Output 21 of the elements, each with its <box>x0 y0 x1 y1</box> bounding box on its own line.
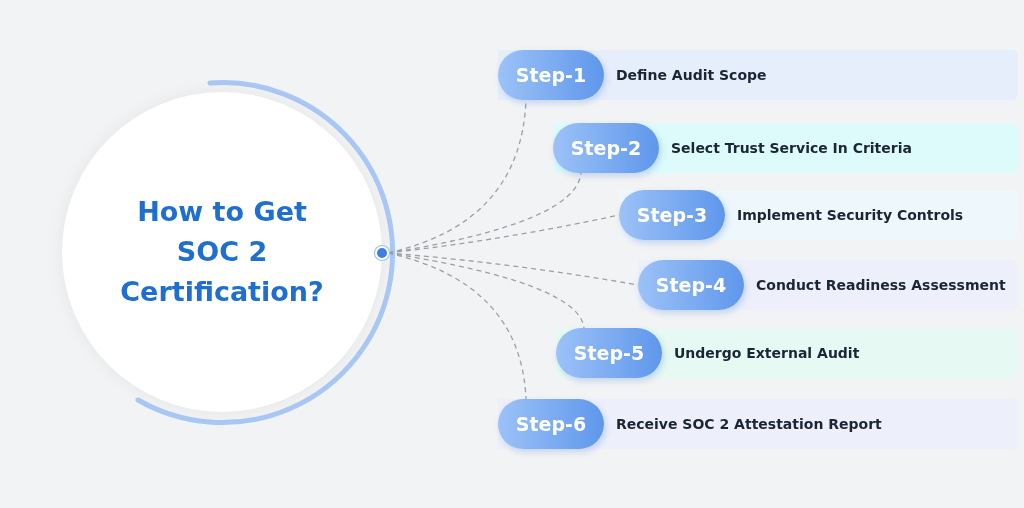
step-label: Implement Security Controls <box>737 207 964 223</box>
step-card <box>553 123 1018 173</box>
step-card <box>498 399 1018 449</box>
step-label: Conduct Readiness Assessment <box>756 277 1006 293</box>
step-card <box>638 260 1018 310</box>
step-badge: Step-5 <box>556 328 662 378</box>
step-badge: Step-6 <box>498 399 604 449</box>
connector-dot <box>375 246 389 260</box>
title-text: How to Get SOC 2 Certification? <box>119 195 325 309</box>
step-label: Select Trust Service In Criteria <box>671 140 912 156</box>
step-badge: Step-1 <box>498 50 604 100</box>
step-card <box>498 50 1018 100</box>
step-badge: Step-3 <box>619 190 725 240</box>
step-badge: Step-2 <box>553 123 659 173</box>
step-label: Define Audit Scope <box>616 67 767 83</box>
step-label: Receive SOC 2 Attestation Report <box>616 416 882 432</box>
step-card <box>556 328 1018 378</box>
step-card <box>619 190 1018 240</box>
step-badge: Step-4 <box>638 260 744 310</box>
dashed-connector <box>387 252 527 400</box>
step-label: Undergo External Audit <box>674 345 860 361</box>
